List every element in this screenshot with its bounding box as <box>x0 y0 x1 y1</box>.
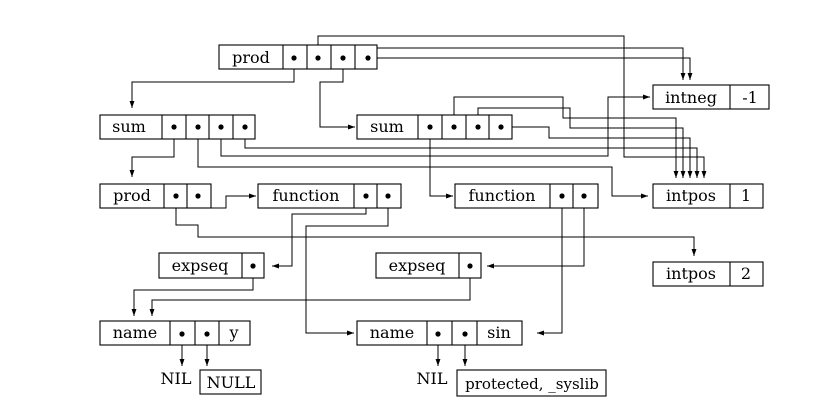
node-intneg: intneg -1 <box>652 84 770 110</box>
node-value: sin <box>487 323 511 342</box>
node-label: intneg <box>665 88 717 107</box>
edge-sum-left-to-intpos1-a <box>197 127 648 199</box>
edge-prod-left-to-intpos2 <box>175 196 697 256</box>
attr-mid-box: protected, _syslib <box>456 369 607 397</box>
node-label: sum <box>112 117 146 136</box>
node-label: name <box>113 323 157 342</box>
edge-function-left-to-name-mid <box>305 196 389 336</box>
node-intpos-2: intpos 2 <box>652 261 764 287</box>
node-value: -1 <box>742 88 758 107</box>
null-left-box: NULL <box>199 369 262 395</box>
node-intpos-1: intpos 1 <box>652 183 764 209</box>
edge-sum-mid-to-function-mid <box>429 127 453 199</box>
node-prod-left: prod <box>99 183 212 209</box>
node-sum-mid: sum <box>356 114 513 140</box>
node-sum-left: sum <box>99 114 256 140</box>
node-label: intpos <box>666 186 716 205</box>
node-label: name <box>370 323 414 342</box>
node-function-mid: function <box>454 183 599 209</box>
edge-sum-mid-to-intpos1-c <box>501 126 693 178</box>
edge-sum-left-to-intneg <box>220 94 650 157</box>
nil-left-label: NIL <box>161 369 192 388</box>
edge-sum-left-to-prod-left <box>129 127 175 177</box>
edge-prod-to-sum-mid <box>319 58 355 130</box>
edge-function-mid-to-expseq-mid <box>487 196 585 269</box>
node-name-mid: name sin <box>356 320 523 346</box>
node-value: 1 <box>741 186 751 205</box>
node-label: function <box>469 186 536 205</box>
node-expseq-mid: expseq <box>375 252 482 279</box>
node-prod-top: prod <box>218 44 378 70</box>
node-function-left: function <box>257 183 402 209</box>
node-label: function <box>273 186 340 205</box>
node-value: 2 <box>741 264 751 283</box>
node-expseq-left: expseq <box>158 252 265 279</box>
edge-expseq-mid-to-name-left <box>149 266 471 316</box>
node-label: prod <box>232 48 270 67</box>
node-label: expseq <box>172 256 229 275</box>
edge-prod-to-sum-left <box>129 58 295 108</box>
null-left-label: NULL <box>207 373 256 392</box>
edge-function-mid-to-name-mid <box>537 196 563 336</box>
node-name-left: name y <box>99 320 251 346</box>
node-label: sum <box>370 117 404 136</box>
edge-sum-mid-to-intpos1-b <box>477 107 686 178</box>
edge-prod-to-intneg-b <box>368 57 693 80</box>
node-label: intpos <box>666 264 716 283</box>
nil-mid-label: NIL <box>417 369 448 388</box>
edges <box>129 35 707 366</box>
node-label: expseq <box>389 256 446 275</box>
attr-mid-label: protected, _syslib <box>465 375 599 393</box>
node-label: prod <box>113 186 151 205</box>
node-value: y <box>228 323 238 342</box>
